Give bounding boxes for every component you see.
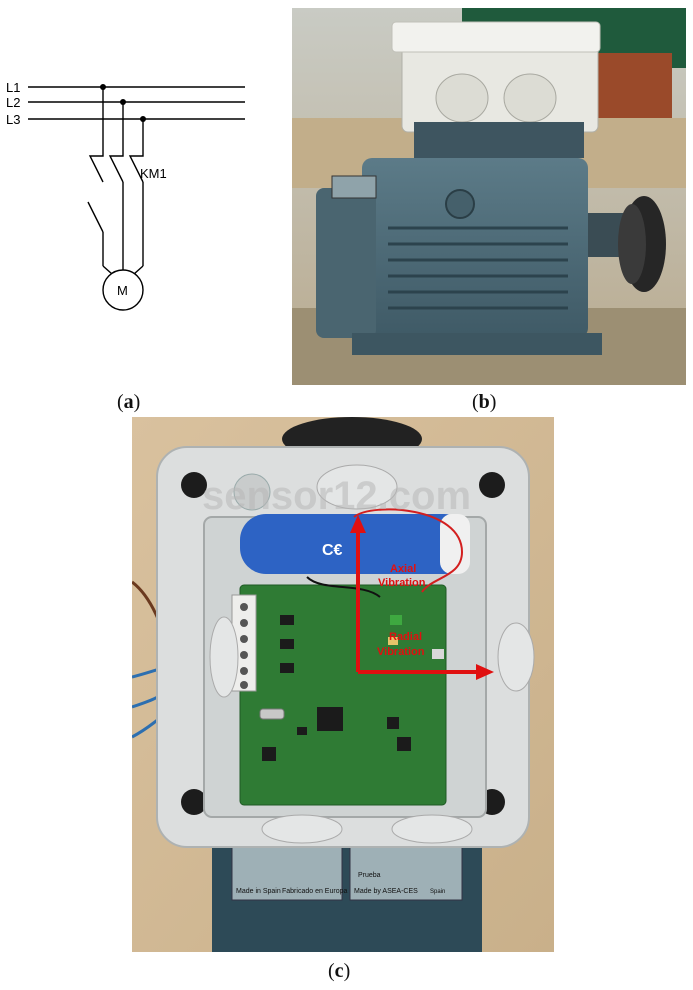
knockout: [497, 622, 535, 692]
plate-text: Made by ASEA-CES: [354, 888, 418, 895]
label-l1: L1: [6, 80, 20, 95]
label-l3: L3: [6, 112, 20, 127]
label-l2: L2: [6, 95, 20, 110]
motor-photo: [292, 8, 686, 385]
cable-gland: [503, 73, 557, 123]
radial-label: Radial: [389, 631, 422, 643]
contactor-label: KM1: [140, 166, 167, 181]
knockout: [209, 616, 239, 698]
motor-housing: [362, 158, 588, 338]
radial-label: Vibration: [377, 646, 425, 658]
panel-b-label: (b): [472, 391, 497, 413]
watermark: sensor12.com: [202, 474, 471, 518]
plate-text: Prueba: [358, 872, 381, 879]
battery: [240, 514, 470, 574]
crystal: [259, 708, 285, 720]
axial-label: Axial: [390, 563, 416, 575]
cable-gland: [435, 73, 489, 123]
panel-a-label: (a): [117, 391, 141, 413]
plate-text: Spain: [430, 889, 445, 895]
contactor-km1: [87, 87, 144, 275]
vibration-axes: [350, 515, 494, 680]
circuit-diagram: L1 L2 L3 KM1 M: [6, 80, 245, 311]
sensor-pcb: [239, 584, 447, 806]
motor-symbol: [102, 269, 144, 311]
battery-marking: C€: [322, 542, 343, 559]
panel-c-label: (c): [328, 960, 351, 982]
plate-text: Made in Spain: [236, 888, 281, 895]
axial-label: Vibration: [378, 577, 426, 589]
cooling-fins: [388, 226, 568, 310]
nameplate: [331, 175, 377, 199]
sensor-box-photo: Made in Spain Fabricado en Europa Prueba…: [132, 417, 554, 952]
ic-chips: [262, 615, 411, 761]
motor-label: M: [117, 283, 128, 298]
plate-text: Fabricado en Europa: [282, 888, 347, 895]
